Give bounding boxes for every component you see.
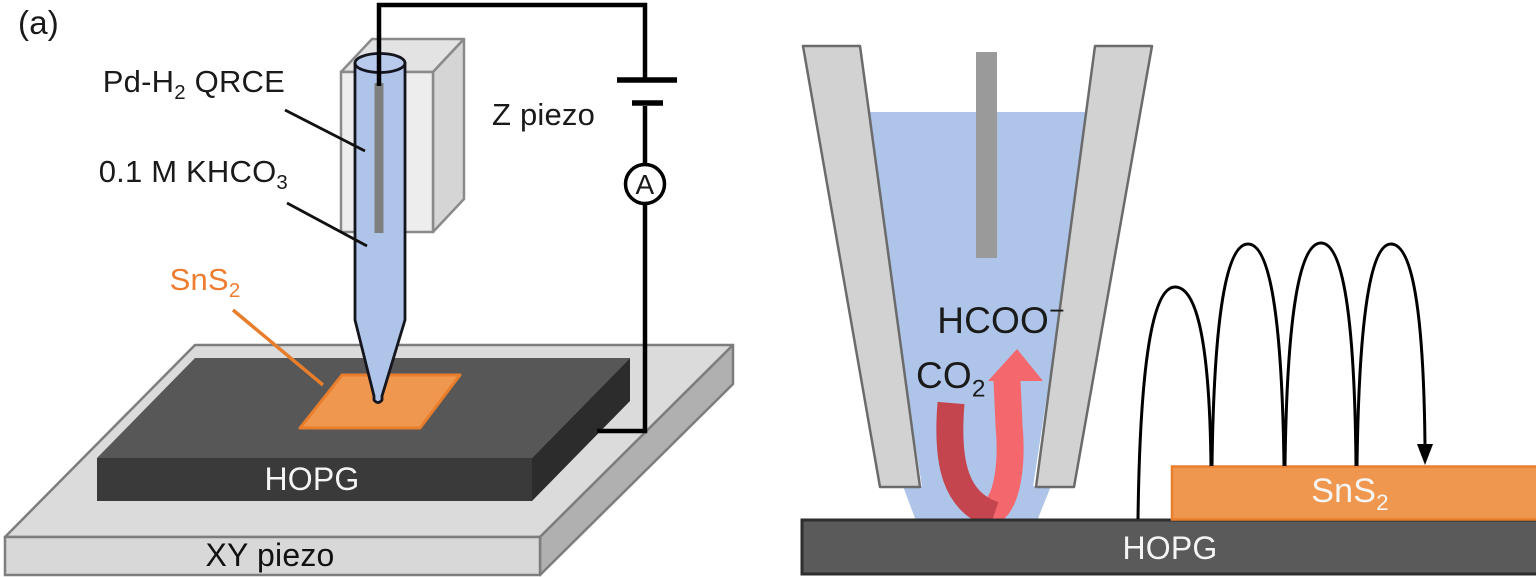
pipette-wall-left [801,44,922,489]
hcoo-up-arrow-head [988,349,1043,381]
sns2-label-right: SnS2 [1311,472,1389,515]
hopping-arrowhead [1417,444,1433,465]
pipette-wall-right [1034,44,1154,489]
pd-qrce-pointer-line [284,108,366,153]
panel-tag-text: (a) [18,4,59,41]
battery-symbol [617,77,677,106]
co2-to-hcoo-arrow [936,349,1043,528]
electrolyte-label: 0.1 M KHCO3 [98,154,288,195]
hopping-arc-3 [1283,241,1358,467]
panel-tag: (a) [18,6,59,39]
hopping-trajectory-arcs [1136,241,1427,520]
hopg-label-right: HOPG [1122,530,1218,566]
ammeter-label: A [635,169,655,200]
hopg-label-left: HOPG [264,461,360,497]
hopg-side-face [532,358,630,501]
sns2-label-left: SnS2 [169,262,241,303]
sns2-layer [1170,465,1536,521]
sns2-pointer-line [231,308,325,387]
electrolyte-pointer-line [286,201,368,248]
xy-piezo-front-face [3,535,542,577]
co2-label: CO2 [916,355,986,403]
hopping-arc-1 [1136,285,1213,520]
hopg-bar [800,518,1536,576]
pd-qrce-label: Pd-H2 QRCE [102,64,285,105]
z-piezo-side-face [431,37,466,234]
ammeter-symbol [623,162,667,206]
hopg-front-face [97,458,532,501]
tip-electrolyte [865,112,1090,487]
qrce-electrode-rod-closeup [976,52,997,258]
hopping-arc-2 [1210,242,1286,467]
circuit-wire-bottom [597,204,648,434]
qrce-electrode-rod [374,83,384,233]
co2-down-arrow-leg [936,401,1000,528]
z-piezo-label: Z piezo [492,97,596,132]
hopping-arc-4 [1355,242,1427,467]
hcoo-label: HCOO− [937,295,1065,341]
circuit-wire-top [376,2,648,86]
xy-piezo-label: XY piezo [205,537,335,573]
